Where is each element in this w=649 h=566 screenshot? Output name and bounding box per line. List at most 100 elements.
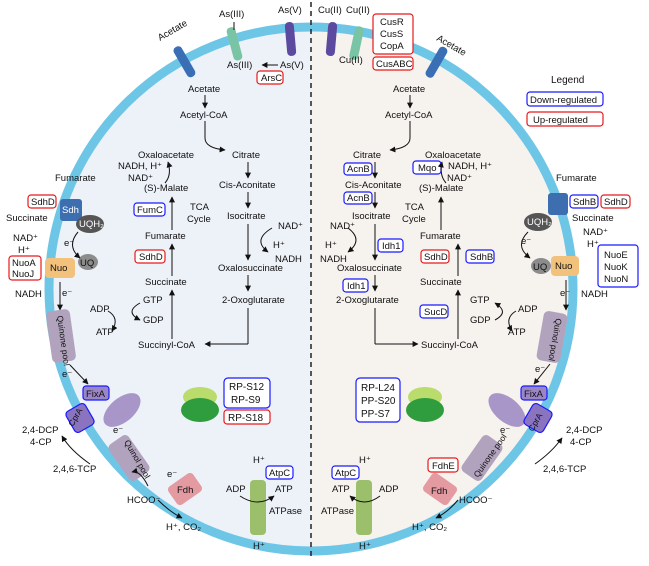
l-uqh2: UQH₂ <box>79 219 104 230</box>
r-mem-succinate: Succinate <box>572 213 614 224</box>
r-nuo-1: NuoE <box>604 250 628 261</box>
l-nuoa: NuoA <box>12 258 36 269</box>
l-tca2: Cycle <box>187 214 211 225</box>
r-atp-adp: ADP <box>379 484 399 495</box>
legend-up-label: Up-regulated <box>533 115 588 126</box>
l-mem-succinate: Succinate <box>6 213 48 224</box>
l-e1: e⁻ <box>64 238 74 249</box>
l-ribo-1: RP-S12 <box>229 382 264 393</box>
l-fumc-box <box>133 202 166 217</box>
cus-item-1: CusR <box>380 17 404 28</box>
l-nadh-h: NADH, H⁺ <box>118 161 162 172</box>
l-nad2: NAD⁺ <box>278 221 303 232</box>
r-e2: e⁻ <box>560 288 570 299</box>
r-sdhb-box <box>465 249 495 264</box>
fdh-right <box>422 472 458 506</box>
atpase-left <box>250 480 266 535</box>
r-mem-sdhd-box <box>600 194 631 209</box>
l-fumc: FumC <box>137 205 163 216</box>
r-gdp: GDP <box>470 315 491 326</box>
left-tca: Acetate Acetyl-CoA Oxaloacetate Citrate … <box>90 84 303 351</box>
l-nuo: Nuo <box>50 263 67 274</box>
r-e1: e⁻ <box>521 236 531 247</box>
l-tcp: 2,4,6-TCP <box>53 464 96 475</box>
l-succinate: Succinate <box>145 277 187 288</box>
l-gtp: GTP <box>143 295 163 306</box>
cusabc-label: CusABC <box>376 59 413 70</box>
r-uqh2: UQH₂ <box>527 217 552 228</box>
cpra-left <box>65 402 95 434</box>
l-hcoo: HCOO⁻ <box>127 495 161 506</box>
cu-out-label: Cu(II) <box>318 5 342 16</box>
sdh-complex-right <box>548 193 568 215</box>
uq-left <box>78 254 98 270</box>
r-isocitrate: Isocitrate <box>352 211 391 222</box>
as3-out-label: As(III) <box>219 9 244 20</box>
l-nuo-box <box>8 255 42 281</box>
r-hcoo: HCOO⁻ <box>459 495 493 506</box>
right-ribosome: RP-L24 PP-S20 PP-S7 <box>355 377 444 423</box>
l-mem-fumarate: Fumarate <box>55 173 96 184</box>
r-nad2: NAD⁺ <box>447 173 472 184</box>
r-atpc: AtpC <box>335 468 356 479</box>
r-ribo-3: PP-S7 <box>361 409 390 420</box>
l-fdh: Fdh <box>177 485 193 496</box>
l-atpase: ATPase <box>269 506 302 517</box>
r-acnb2-box <box>343 191 373 205</box>
l-oxaloacetate: Oxaloacetate <box>138 150 194 161</box>
r-cp: 4-CP <box>570 437 592 448</box>
l-dcp: 2,4-DCP <box>22 425 58 436</box>
fixa-ellipse-left <box>103 393 141 427</box>
legend-title: Legend <box>551 75 584 86</box>
r-tca1: TCA <box>405 202 425 213</box>
l-ribo-up-box <box>223 409 271 425</box>
l-hco2: H⁺, CO₂ <box>166 522 201 533</box>
r-mqo: Mqo <box>418 163 436 174</box>
r-idh1-box <box>377 238 404 253</box>
r-succinate: Succinate <box>420 277 462 288</box>
l-atpc: AtpC <box>269 468 290 479</box>
r-hplus: H⁺ <box>325 240 337 251</box>
quinone-pool-left <box>46 309 76 363</box>
r-mem-sdhd: SdhD <box>604 197 628 208</box>
r-acetate: Acetate <box>393 84 425 95</box>
r-succinylcoa: Succinyl-CoA <box>421 340 479 351</box>
r-idh2: Idh1 <box>347 281 366 292</box>
l-ribo-down-box <box>223 377 271 409</box>
r-fdhe-box <box>427 457 459 473</box>
r-fdh: Fdh <box>431 486 447 497</box>
fixa-right <box>520 385 548 401</box>
r-acetylcoa: Acetyl-CoA <box>385 110 433 121</box>
l-oxoglutarate: 2-Oxoglutarate <box>222 295 285 306</box>
l-atpc-box <box>265 465 294 480</box>
uq-right <box>531 258 551 274</box>
as3-in-label: As(III) <box>227 60 252 71</box>
quinol-pool-right <box>536 311 568 363</box>
right-tca: Acetate Acetyl-CoA Citrate Oxaloacetate … <box>320 84 538 351</box>
uqh2-right <box>524 213 552 231</box>
r-atp: ATP <box>508 327 526 338</box>
r-h-out: H⁺ <box>587 239 599 250</box>
fdh-left <box>167 472 203 506</box>
l-adp: ADP <box>90 304 110 315</box>
as5-out-label: As(V) <box>278 5 302 16</box>
nuo-complex-left <box>45 258 75 278</box>
l-cp: 4-CP <box>30 437 52 448</box>
r-nuo: Nuo <box>555 261 572 272</box>
r-atpase: ATPase <box>321 506 354 517</box>
r-h-bottom: H⁺ <box>359 541 371 552</box>
as3-channel <box>226 27 243 61</box>
acetate-mem-left: Acetate <box>156 18 189 44</box>
r-dcp: 2,4-DCP <box>566 425 602 436</box>
l-h-top: H⁺ <box>253 455 265 466</box>
cusabc-box <box>372 56 414 71</box>
r-tcp: 2,4,6-TCP <box>543 464 586 475</box>
r-fumarate: Fumarate <box>420 231 461 242</box>
l-acetate: Acetate <box>188 84 220 95</box>
cu-out-label-2: Cu(II) <box>346 5 370 16</box>
l-malate: (S)-Malate <box>144 183 188 194</box>
cu-channel-1 <box>325 22 338 57</box>
l-hplus: H⁺ <box>273 240 285 251</box>
l-sdhd: SdhD <box>139 252 163 263</box>
cus-box <box>372 13 414 55</box>
